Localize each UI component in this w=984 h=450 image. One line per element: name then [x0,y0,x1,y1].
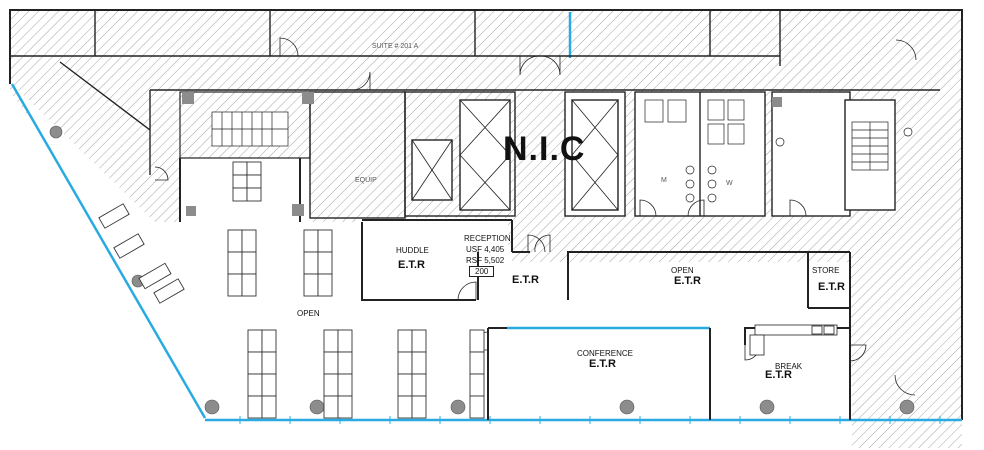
workstation-desk [337,329,353,353]
curtain-wall-glazing [10,12,962,422]
workstation-desk [303,229,319,253]
workstation-desk [411,373,427,397]
stairs-east [851,121,889,171]
restroom-fixtures [644,99,913,203]
huddle-status: E.T.R [398,259,425,271]
workstation-desk [232,161,248,176]
workstation-desk [397,351,413,375]
reception-usf: USF 4,405 [466,245,505,254]
workstation-desk [247,373,263,397]
tenant-area [12,84,850,420]
reception-name: RECEPTION [464,234,511,243]
store-name: STORE [812,266,840,275]
workstation-desk [232,187,248,202]
restroom-m-label: M [661,177,667,184]
workstations [227,161,485,419]
workstation-desk [317,229,333,253]
reception-status: E.T.R [512,274,539,286]
angled-desks [98,203,185,304]
exterior-walls [9,9,963,420]
conference-name: CONFERENCE [577,349,634,358]
workstation-desk [227,251,243,275]
equip-label: EQUIP [355,177,377,184]
workstation-desk [323,329,339,353]
workstation-desk [241,229,257,253]
workstation-desk [397,329,413,353]
suite-label: SUITE # 201 A [372,43,419,50]
nic-label: N.I.C [503,130,586,168]
workstation-desk [397,373,413,397]
workstation-desk [469,329,485,353]
tenant-walls [179,158,851,420]
workstation-desk [397,395,413,419]
workstation-desk [469,351,485,375]
workstation-desk [227,229,243,253]
workstation-desk [337,351,353,375]
workstation-desk [323,373,339,397]
workstation-desk [261,373,277,397]
open-east-status: E.T.R [674,275,701,287]
open-west-name: OPEN [297,309,320,318]
workstation-desk [241,251,257,275]
workstation-desk [246,161,262,176]
huddle-name: HUDDLE [396,246,429,255]
kitchen-counter [749,324,838,356]
workstation-desk [232,174,248,189]
workstation-desk [246,174,262,189]
mullions [239,416,941,424]
restroom-w-label: W [726,180,733,187]
workstation-desk [241,273,257,297]
workstation-desk [227,273,243,297]
workstation-desk [261,395,277,419]
workstation-desk [323,351,339,375]
columns [49,125,915,415]
workstation-desk [261,351,277,375]
workstation-desk [261,329,277,353]
workstation-desk [469,395,485,419]
open-east-name: OPEN [671,266,694,275]
workstation-desk [337,395,353,419]
reception-rsf: RSF 5,502 [466,256,505,265]
break-status: E.T.R [765,369,792,381]
workstation-desk [317,251,333,275]
store-status: E.T.R [818,281,845,293]
workstation-desk [323,395,339,419]
conference-status: E.T.R [589,358,616,370]
workstation-desk [303,273,319,297]
workstation-desk [303,251,319,275]
break-name: BREAK [775,362,803,371]
suite-walls [10,10,940,175]
elevator-shafts [411,99,619,211]
workstation-desk [411,351,427,375]
workstation-desk [246,187,262,202]
workstation-desk [247,351,263,375]
workstation-desk [247,395,263,419]
suite-number-tag: 200 [469,266,495,277]
workstation-desk [247,329,263,353]
misc-blocks [182,92,782,216]
workstation-desk [337,373,353,397]
workstation-desk [411,329,427,353]
workstation-desk [411,395,427,419]
stairs-west [179,91,311,159]
workstation-desk [317,273,333,297]
workstation-desk [469,373,485,397]
